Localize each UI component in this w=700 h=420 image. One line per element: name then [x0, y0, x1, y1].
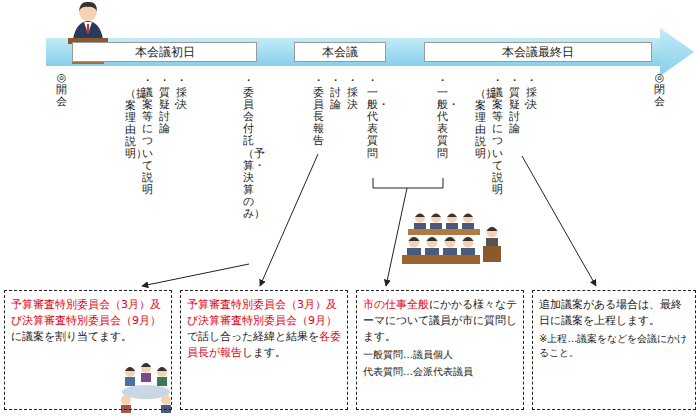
- agenda-item: ・質疑・討論: [509, 75, 520, 135]
- box-text: 本会議初日: [73, 43, 256, 61]
- box-text: 追加議案がある場合は、最終日に議案を上程します。: [539, 297, 689, 329]
- highlight-text: 市の仕事全般: [363, 298, 429, 311]
- box-text: 本会議: [295, 43, 385, 61]
- agenda-item: ・採決: [347, 75, 358, 111]
- leader-arrows: [142, 154, 596, 286]
- agenda-item: ・質疑・討論: [159, 75, 170, 135]
- agenda-item: （提案理由説明）: [475, 88, 486, 161]
- box-text: 市の仕事全般にかかる様々なテーマについて議員が市に質問します。: [363, 297, 517, 345]
- session-marker: ◎開会: [56, 72, 67, 108]
- agenda-item: ・議案等について説明: [142, 75, 153, 196]
- agenda-item: ・一般・代表質問: [437, 75, 448, 160]
- box-text: 予算審査特別委員会（3月）及び決算審査特別委員会（9月）に議案を割り当てます。: [11, 297, 165, 345]
- note-box: 市の仕事全般にかかる様々なテーマについて議員が市に質問します。一般質問…議員個人…: [356, 290, 524, 410]
- stage-label: 本会議最終日: [424, 42, 652, 62]
- box-text: 予算審査特別委員会（3月）及び決算審査特別委員会（9月）で話し合った経緯と結果を…: [187, 297, 341, 361]
- agenda-item: ・議案等について説明: [492, 75, 503, 196]
- stage-label: 本会議初日: [72, 42, 257, 62]
- agenda-item: ・採決: [176, 75, 187, 111]
- agenda-item: （提案理由説明）: [125, 88, 136, 161]
- highlight-text: 各委員長が報告: [187, 330, 341, 359]
- stage-label: 本会議: [294, 42, 386, 62]
- box-note: 代表質問…会派代表議員: [363, 365, 517, 380]
- agenda-item: ・採決: [526, 75, 537, 111]
- note-box: 追加議案がある場合は、最終日に議案を上程します。 ※上程…議案をなどを会議にかける…: [532, 290, 696, 410]
- agenda-item: ・一般・代表質問: [367, 75, 378, 160]
- session-marker: ◎閉会: [654, 72, 665, 108]
- agenda-item: ・委員会付託（予算・決算のみ）: [243, 75, 254, 220]
- box-note: ※上程…議案をなどを会議にかけること。: [539, 332, 689, 361]
- highlight-text: 予算審査特別委員会（3月）及び決算審査特別委員会（9月）: [187, 298, 337, 327]
- box-note: 一般質問…議員個人: [363, 348, 517, 363]
- note-box: 予算審査特別委員会（3月）及び決算審査特別委員会（9月）に議案を割り当てます。: [4, 290, 172, 410]
- note-box: 予算審査特別委員会（3月）及び決算審査特別委員会（9月）で話し合った経緯と結果を…: [180, 290, 348, 410]
- assembly-illustration: [402, 213, 501, 264]
- box-text: 本会議最終日: [425, 43, 651, 61]
- agenda-item: ・討論: [330, 75, 341, 111]
- highlight-text: 予算審査特別委員会（3月）及び決算審査特別委員会（9月）: [11, 298, 161, 327]
- meeting-illustration: [121, 363, 171, 413]
- timeline-arrow: [46, 28, 694, 76]
- agenda-item: ・委員長報告: [313, 75, 324, 148]
